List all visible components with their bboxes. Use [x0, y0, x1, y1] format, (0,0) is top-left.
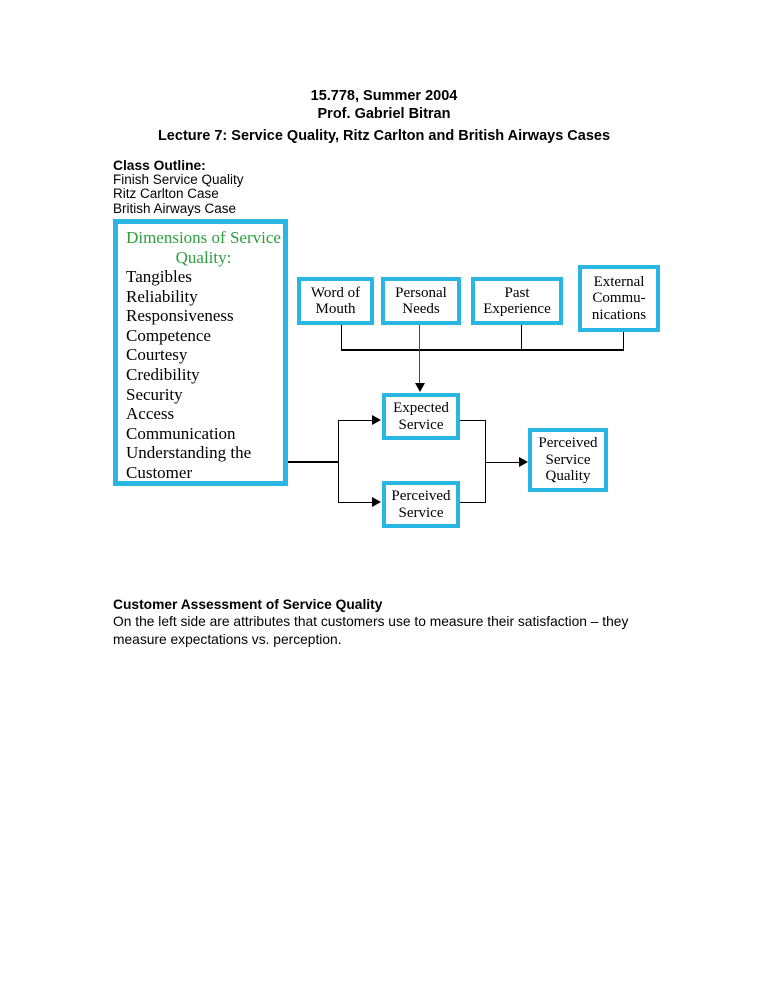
notes-heading: Customer Assessment of Service Quality: [113, 597, 383, 612]
dimension-item-responsiveness: Responsiveness: [126, 306, 234, 326]
course-header: 15.778, Summer 2004 Prof. Gabriel Bitran: [0, 88, 768, 123]
dimension-item-courtesy: Courtesy: [126, 345, 188, 365]
dimension-item-communication: Communication: [126, 423, 236, 443]
connector-perceived-service-out-line: [460, 501, 485, 503]
class-outline-heading: Class Outline:: [113, 158, 206, 173]
connector-expected-service-out-line: [460, 419, 485, 421]
dimension-item-tangibles: Tangibles: [126, 267, 192, 286]
dimensions-of-service-quality-box: Dimensions of Service Quality: Tangibles…: [113, 219, 288, 486]
expected-service-box: Expected Service: [382, 393, 460, 440]
dimension-item-security: Security: [126, 384, 183, 404]
dimension-item-understanding-the-customer: Understanding the Customer: [126, 443, 252, 482]
notes-section: Customer Assessment of Service Quality O…: [113, 596, 665, 648]
dimension-item-access: Access: [126, 404, 175, 424]
perceived-service-quality-box: Perceived Service Quality: [528, 428, 608, 492]
connector-fork-vertical: [337, 419, 339, 503]
class-outline: Class Outline: Finish Service Quality Ri…: [113, 158, 244, 216]
arrow-head-right-expected-service: [372, 415, 381, 426]
connector-join-vertical: [484, 419, 486, 503]
connector-collector-line: [340, 349, 624, 351]
connector-dimensions-out-line: [288, 461, 338, 463]
dimension-item-competence: Competence: [126, 325, 211, 345]
perceived-service-box: Perceived Service: [382, 481, 460, 528]
connector-word-of-mouth-stub: [340, 325, 342, 350]
dimension-item-credibility: Credibility: [126, 364, 200, 384]
connector-quality-arrow-line: [485, 461, 519, 463]
connector-past-experience-stub: [520, 325, 522, 350]
notes-body: On the left side are attributes that cus…: [113, 614, 629, 647]
outline-item-british-airways-case: British Airways Case: [113, 200, 237, 216]
personal-needs-box: Personal Needs: [381, 277, 461, 325]
arrow-head-right-perceived-service: [372, 497, 381, 508]
outline-item-finish-service-quality: Finish Service Quality: [113, 172, 244, 188]
arrow-head-down-expected-service: [414, 383, 425, 392]
word-of-mouth-box: Word of Mouth: [297, 277, 374, 325]
past-experience-box: Past Experience: [471, 277, 563, 325]
dimensions-box-title: Dimensions of Service Quality:: [126, 228, 281, 267]
connector-fork-bottom-line: [338, 501, 372, 503]
connector-fork-top-line: [338, 419, 372, 421]
course-number: 15.778, Summer 2004: [310, 88, 458, 104]
connector-external-communications-stub: [622, 332, 624, 350]
arrow-head-right-perceived-service-quality: [519, 457, 528, 468]
lecture-title: Lecture 7: Service Quality, Ritz Carlton…: [157, 128, 611, 144]
professor-name: Prof. Gabriel Bitran: [317, 105, 451, 122]
outline-item-ritz-carlton-case: Ritz Carlton Case: [113, 186, 219, 202]
connector-expected-service-down-line: [418, 325, 421, 384]
dimension-item-reliability: Reliability: [126, 286, 198, 306]
external-communications-box: External Commu- nications: [578, 265, 660, 332]
